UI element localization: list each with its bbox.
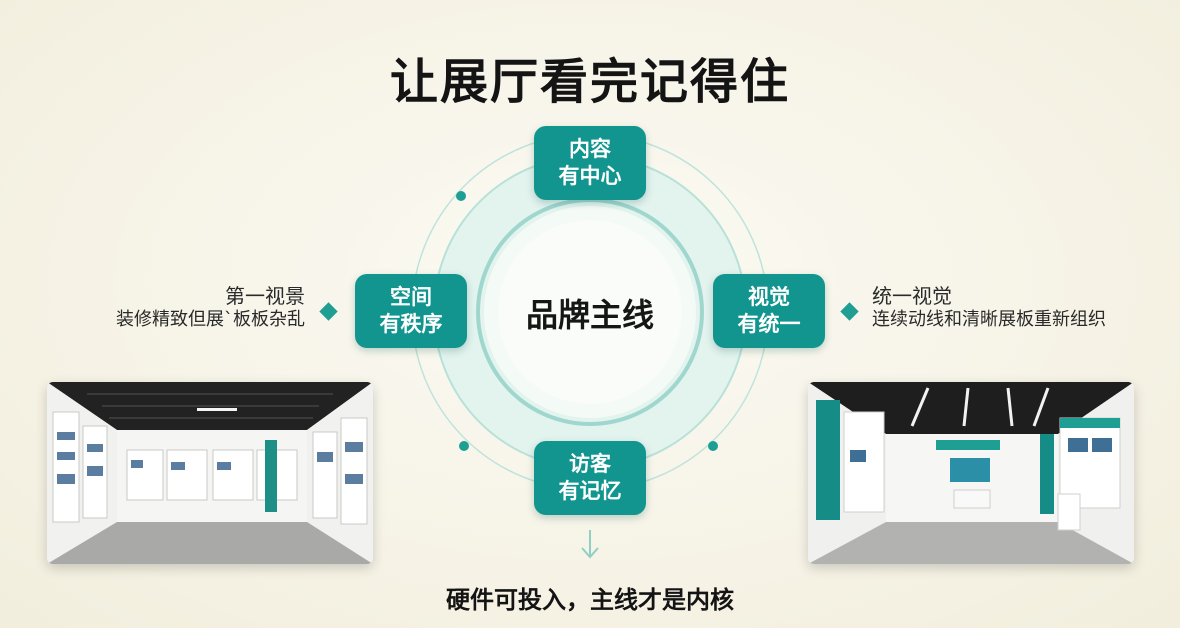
node-line: 有统一 bbox=[737, 312, 801, 336]
left-diamond-icon bbox=[319, 302, 338, 321]
node-line: 有中心 bbox=[558, 164, 622, 188]
node-line: 有记忆 bbox=[558, 479, 622, 503]
photo-messy-hall bbox=[47, 382, 373, 564]
left-note-text: 装修精致但展`板板杂乱 bbox=[116, 309, 305, 330]
photo-organized-hall bbox=[808, 382, 1134, 564]
inner-ring-border bbox=[476, 198, 704, 426]
page-title: 让展厅看完记得住 bbox=[389, 54, 790, 110]
node-line: 内容 bbox=[569, 137, 611, 161]
left-note: 第一视景 装修精致但展`板板杂乱 bbox=[116, 284, 305, 332]
node-visitor: 访客 有记忆 bbox=[534, 441, 646, 515]
down-arrow-icon bbox=[581, 530, 599, 559]
ring-dot bbox=[456, 191, 466, 201]
right-note-text: 连续动线和清晰展板重新组织 bbox=[872, 309, 1106, 330]
node-line: 有秩序 bbox=[379, 312, 443, 336]
center-disc bbox=[498, 220, 682, 404]
node-line: 视觉 bbox=[748, 285, 790, 309]
right-diamond-icon bbox=[840, 302, 859, 321]
right-note: 统一视觉 连续动线和清晰展板重新组织 bbox=[872, 284, 1106, 332]
ring-dot bbox=[708, 441, 718, 451]
right-note-heading: 统一视觉 bbox=[872, 284, 952, 308]
center-label: 品牌主线 bbox=[525, 296, 654, 334]
node-visual: 视觉 有统一 bbox=[713, 274, 825, 348]
ring-dot bbox=[459, 441, 469, 451]
node-space: 空间 有秩序 bbox=[355, 274, 467, 348]
node-line: 空间 bbox=[390, 285, 432, 309]
bottom-caption: 硬件可投入，主线才是内核 bbox=[446, 586, 734, 614]
node-line: 访客 bbox=[569, 452, 611, 476]
node-content: 内容 有中心 bbox=[534, 126, 646, 200]
left-note-heading: 第一视景 bbox=[225, 284, 305, 308]
